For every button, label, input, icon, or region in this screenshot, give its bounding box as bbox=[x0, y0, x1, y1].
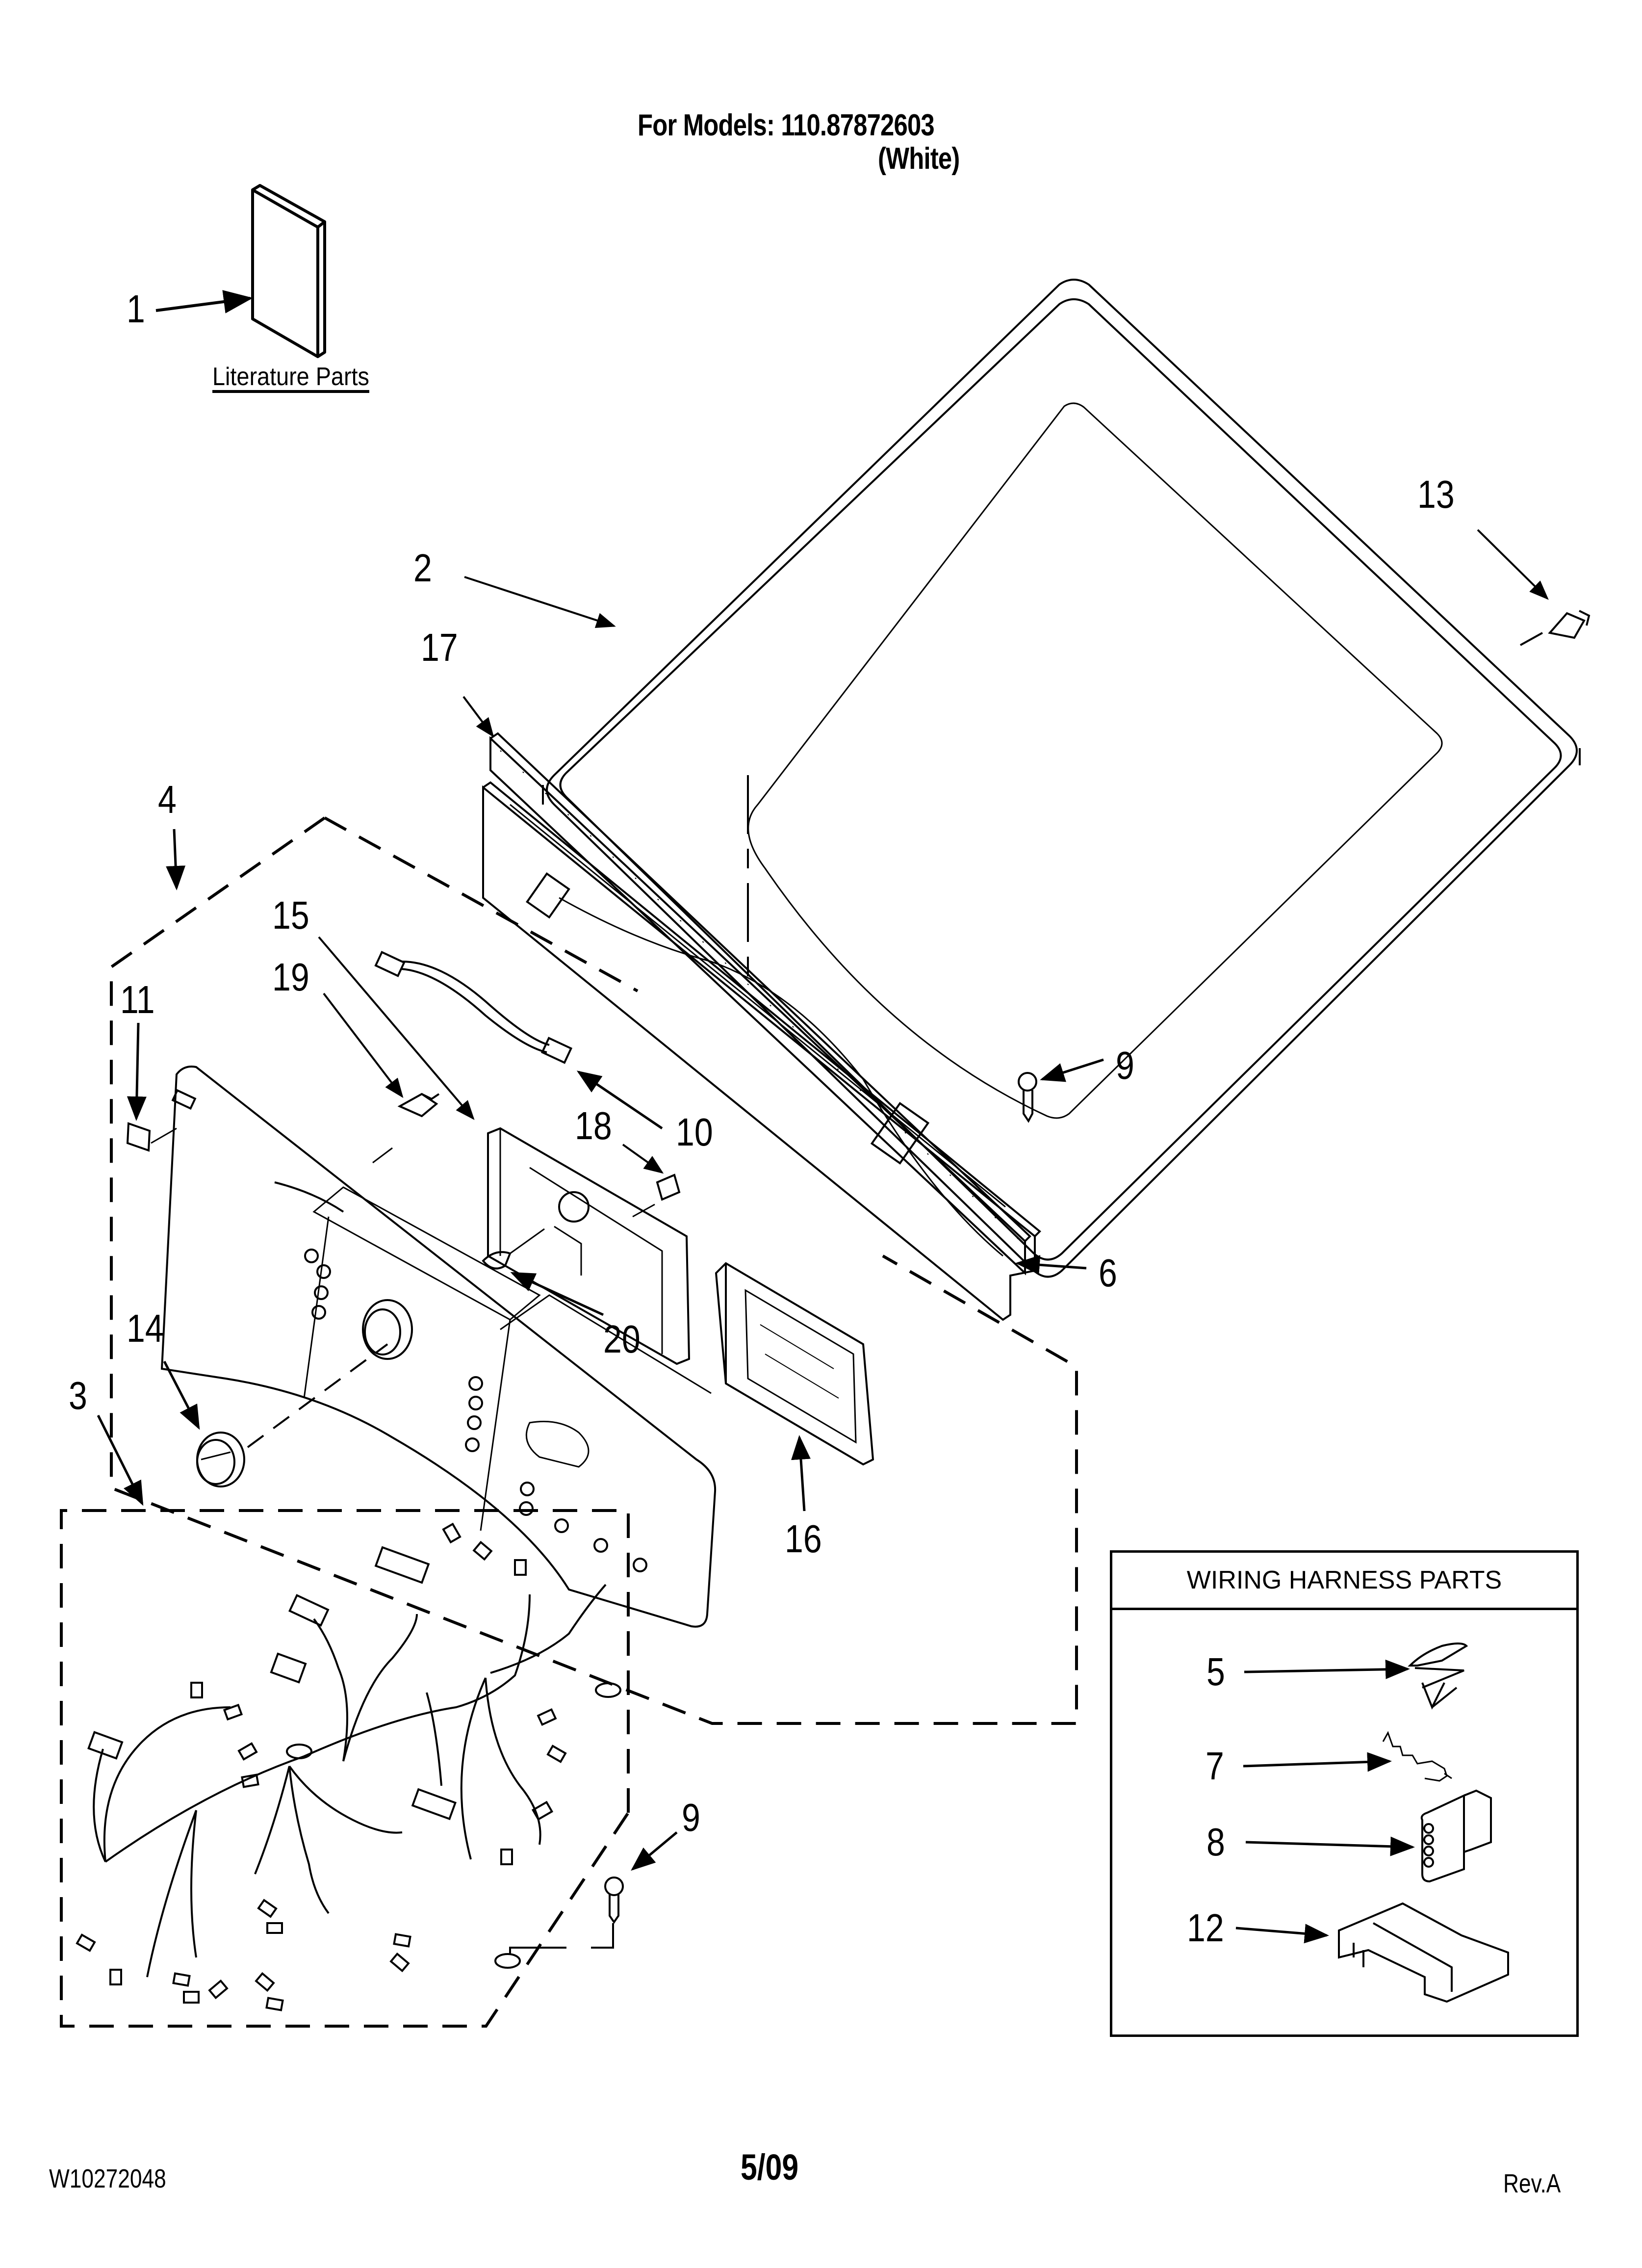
clip-18-illustration bbox=[656, 1173, 681, 1201]
screw-9-upper-illustration bbox=[1018, 1072, 1037, 1123]
legend-arrow-5 bbox=[1244, 1659, 1410, 1679]
callout-10: 10 bbox=[676, 1110, 713, 1154]
wiring-harness-illustration bbox=[76, 1522, 621, 2011]
callout-arrow-15 bbox=[318, 936, 475, 1121]
ground-leader-9 bbox=[509, 1923, 614, 1955]
callout-16: 16 bbox=[785, 1517, 822, 1561]
literature-book-illustration bbox=[251, 184, 326, 358]
legend-terminal-7-illustration bbox=[1382, 1731, 1452, 1782]
light-pipe-20-illustration bbox=[482, 1228, 545, 1270]
console-panel-illustration bbox=[160, 1066, 717, 1628]
ui-housing-16-illustration bbox=[715, 1262, 874, 1466]
callout-arrow-19 bbox=[323, 992, 404, 1098]
leader-13 bbox=[1520, 632, 1543, 646]
models-header: For Models: 110.87872603 bbox=[638, 108, 935, 142]
callout-arrow-18 bbox=[622, 1144, 664, 1174]
callout-14: 14 bbox=[127, 1306, 164, 1350]
callout-arrow-11 bbox=[127, 1022, 147, 1121]
callout-9-upper: 9 bbox=[1116, 1043, 1134, 1087]
callout-17: 17 bbox=[421, 626, 458, 669]
console-bracket-illustration bbox=[482, 781, 1041, 1321]
leader-11 bbox=[151, 1127, 177, 1144]
document-number: W10272048 bbox=[49, 2164, 166, 2193]
callout-arrow-1 bbox=[155, 290, 253, 313]
legend-title: WIRING HARNESS PARTS bbox=[1112, 1553, 1576, 1610]
revision-date: 5/09 bbox=[741, 2147, 799, 2188]
callout-arrow-3 bbox=[97, 1414, 144, 1506]
callout-15: 15 bbox=[272, 893, 309, 937]
callout-19: 19 bbox=[272, 955, 309, 999]
screw-9-lower-illustration bbox=[604, 1877, 624, 1924]
callout-9-lower: 9 bbox=[682, 1796, 700, 1839]
callout-arrow-2 bbox=[464, 576, 616, 628]
callout-arrow-13 bbox=[1477, 529, 1549, 600]
literature-parts-label: Literature Parts bbox=[212, 363, 369, 391]
legend-arrow-8 bbox=[1245, 1836, 1415, 1856]
callout-arrow-20 bbox=[510, 1272, 604, 1316]
callout-18: 18 bbox=[575, 1104, 612, 1147]
assembly-4-outline-top bbox=[324, 816, 639, 992]
leader-18 bbox=[632, 1203, 655, 1218]
legend-callout-7: 7 bbox=[1206, 1744, 1224, 1788]
badge-11-illustration bbox=[126, 1122, 151, 1152]
assembly-3-outline bbox=[60, 1509, 630, 2028]
leader-19 bbox=[372, 1147, 393, 1164]
callout-arrow-14 bbox=[163, 1360, 200, 1430]
assembly-4-outline bbox=[110, 816, 1078, 1725]
legend-connector-8-illustration bbox=[1420, 1789, 1492, 1883]
callout-20: 20 bbox=[603, 1317, 641, 1361]
callout-arrow-4 bbox=[166, 829, 186, 890]
callout-6: 6 bbox=[1099, 1251, 1117, 1295]
screw-13-illustration bbox=[1548, 610, 1591, 639]
wire-10-illustration bbox=[374, 951, 573, 1064]
callout-arrow-6 bbox=[1015, 1255, 1087, 1275]
legend-clip-5-illustration bbox=[1408, 1642, 1468, 1710]
revision-label: Rev.A bbox=[1503, 2169, 1561, 2198]
legend-connector-12-illustration bbox=[1338, 1902, 1509, 2003]
knob-14-illustration bbox=[196, 1432, 245, 1487]
leader-14 bbox=[247, 1343, 388, 1448]
legend-callout-5: 5 bbox=[1206, 1650, 1225, 1694]
wiring-harness-parts-legend: WIRING HARNESS PARTS bbox=[1110, 1550, 1579, 2037]
callout-2: 2 bbox=[413, 546, 432, 590]
legend-arrow-12 bbox=[1235, 1924, 1329, 1944]
callout-arrow-16 bbox=[791, 1435, 811, 1512]
callout-1: 1 bbox=[127, 287, 145, 331]
callout-3: 3 bbox=[69, 1374, 87, 1417]
callout-arrow-10 bbox=[576, 1070, 663, 1130]
callout-arrow-17 bbox=[462, 696, 494, 738]
control-board-15-illustration bbox=[487, 1127, 691, 1365]
callout-4: 4 bbox=[158, 778, 177, 821]
legend-callout-8: 8 bbox=[1206, 1820, 1225, 1864]
legend-callout-12: 12 bbox=[1187, 1906, 1224, 1950]
callout-arrow-9-lower bbox=[631, 1831, 678, 1871]
color-header: (White) bbox=[878, 142, 960, 176]
callout-11: 11 bbox=[120, 978, 155, 1021]
callout-arrow-9-upper bbox=[1040, 1058, 1104, 1082]
callout-13: 13 bbox=[1417, 472, 1455, 516]
legend-arrow-7 bbox=[1243, 1752, 1392, 1772]
screw-19-illustration bbox=[397, 1093, 440, 1118]
